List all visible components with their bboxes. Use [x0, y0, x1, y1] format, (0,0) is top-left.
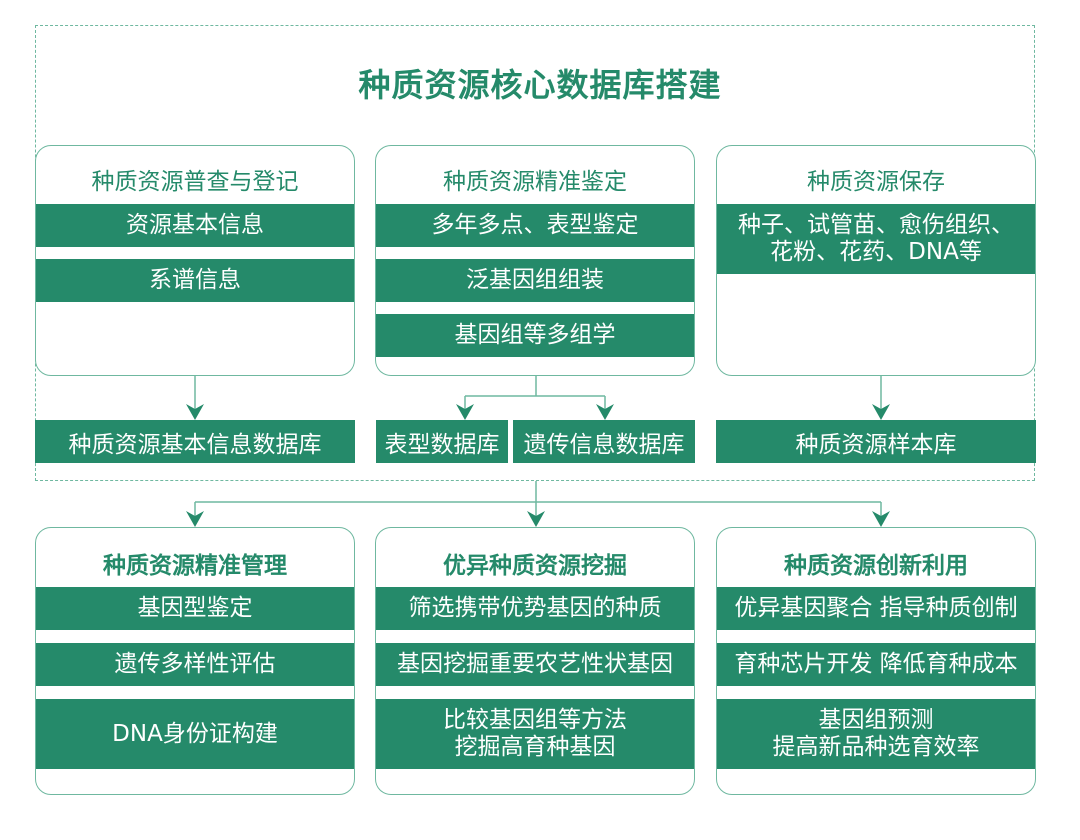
arrow-down-icon	[456, 404, 474, 420]
card-item: 资源基本信息	[36, 204, 354, 247]
card-title: 种质资源精准鉴定	[443, 169, 627, 195]
card-item: 优异基因聚合 指导种质创制	[717, 587, 1035, 630]
card-item: 系谱信息	[36, 259, 354, 302]
card-item: 基因组等多组学	[376, 314, 694, 357]
card-innovation-utilization: 种质资源创新利用 优异基因聚合 指导种质创制 育种芯片开发 降低育种成本 基因组…	[716, 527, 1036, 795]
card-item: 多年多点、表型鉴定	[376, 204, 694, 247]
basic-info-database: 种质资源基本信息数据库	[35, 420, 355, 463]
card-item: 育种芯片开发 降低育种成本	[717, 643, 1035, 686]
card-title: 种质资源精准管理	[103, 553, 287, 579]
card-item: 基因组预测 提高新品种选育效率	[717, 699, 1035, 769]
arrow-down-icon	[596, 404, 614, 420]
card-title: 种质资源创新利用	[784, 553, 968, 579]
card-item: 基因型鉴定	[36, 587, 354, 630]
card-title: 种质资源普查与登记	[91, 169, 299, 195]
phenotype-database: 表型数据库	[376, 420, 508, 463]
card-item: 筛选携带优势基因的种质	[376, 587, 694, 630]
card-item: DNA身份证构建	[36, 699, 354, 769]
card-title: 优异种质资源挖掘	[443, 553, 627, 579]
card-item: 基因挖掘重要农艺性状基因	[376, 643, 694, 686]
card-survey-registration: 种质资源普查与登记 资源基本信息 系谱信息	[35, 145, 355, 376]
arrow-down-icon	[186, 404, 204, 420]
card-item: 遗传多样性评估	[36, 643, 354, 686]
card-title: 种质资源保存	[807, 169, 945, 195]
card-item: 比较基因组等方法 挖掘高育种基因	[376, 699, 694, 769]
arrow-down-icon	[872, 511, 890, 527]
arrow-down-icon	[872, 404, 890, 420]
card-precise-management: 种质资源精准管理 基因型鉴定 遗传多样性评估 DNA身份证构建	[35, 527, 355, 795]
page-title: 种质资源核心数据库搭建	[358, 66, 722, 104]
arrow-down-icon	[527, 511, 545, 527]
sample-repository: 种质资源样本库	[716, 420, 1036, 463]
card-precise-identification: 种质资源精准鉴定 多年多点、表型鉴定 泛基因组组装 基因组等多组学	[375, 145, 695, 376]
card-item: 泛基因组组装	[376, 259, 694, 302]
card-elite-mining: 优异种质资源挖掘 筛选携带优势基因的种质 基因挖掘重要农艺性状基因 比较基因组等…	[375, 527, 695, 795]
card-item: 种子、试管苗、愈伤组织、 花粉、花药、DNA等	[717, 204, 1035, 274]
genetic-info-database: 遗传信息数据库	[513, 420, 695, 463]
arrow-down-icon	[186, 511, 204, 527]
card-preservation: 种质资源保存 种子、试管苗、愈伤组织、 花粉、花药、DNA等	[716, 145, 1036, 376]
